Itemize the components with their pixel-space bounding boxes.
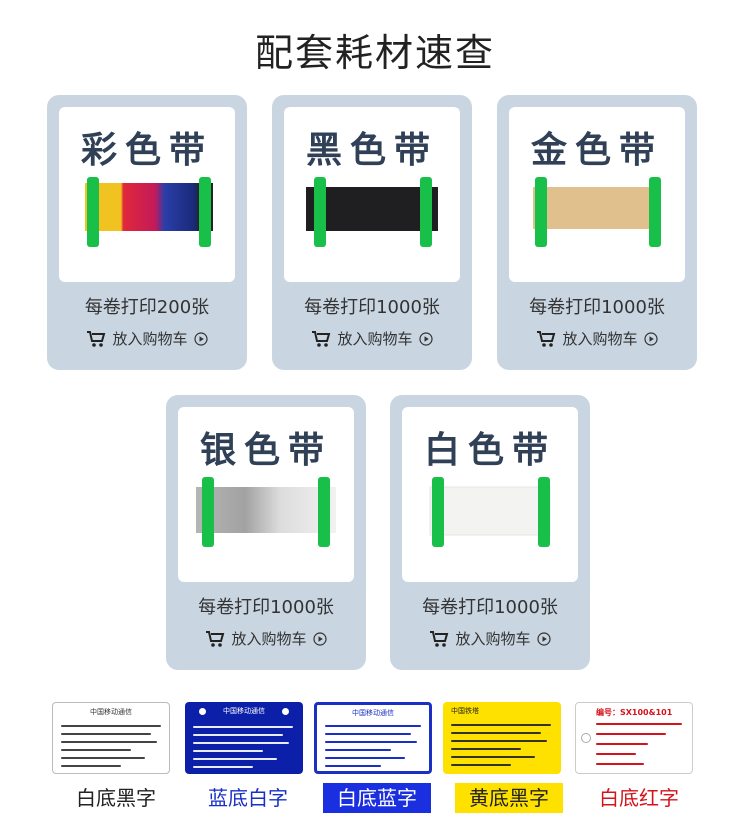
tag-caption: 白底黑字	[76, 786, 156, 810]
play-circle-icon	[193, 331, 208, 346]
ribbon-gold-image	[533, 177, 661, 247]
ribbon-color-image	[85, 177, 213, 247]
tag-sample-white-red: 编号：SX100&101	[575, 702, 693, 774]
play-circle-icon	[418, 331, 433, 346]
tag-caption: 黄底黑字	[455, 783, 563, 813]
add-to-cart-label: 放入购物车	[562, 330, 638, 348]
tag-header-text: 中国移动通信	[352, 709, 394, 717]
product-name: 黑色带	[305, 130, 438, 171]
tag-sample-blue-white: 中国移动通信	[185, 702, 303, 774]
print-count: 每卷打印200张	[84, 297, 210, 318]
tag-sample-yellow-black: 中国铁塔	[443, 702, 561, 774]
add-to-cart-label: 放入购物车	[112, 330, 188, 348]
tag-header-text: 中国移动通信	[223, 707, 265, 715]
tag-header-text: 编号：SX100&101	[596, 708, 673, 717]
product-card-color: 彩色带 每卷打印200张 放入购物车	[47, 95, 247, 370]
print-count: 每卷打印1000张	[198, 597, 334, 618]
add-to-cart-label: 放入购物车	[455, 630, 531, 648]
product-image-area: 白色带	[402, 407, 578, 582]
ribbon-silver-image	[196, 477, 336, 547]
product-image-area: 黑色带	[284, 107, 460, 282]
print-count: 每卷打印1000张	[304, 297, 440, 318]
product-name: 彩色带	[80, 130, 213, 171]
cart-icon	[537, 330, 556, 347]
hole-icon	[581, 733, 591, 743]
tag-caption: 白底红字	[599, 786, 679, 810]
product-name: 金色带	[530, 130, 663, 171]
add-to-cart-label: 放入购物车	[337, 330, 413, 348]
product-image-area: 彩色带	[59, 107, 235, 282]
product-card-black: 黑色带 每卷打印1000张 放入购物车	[272, 95, 472, 370]
ribbon-black-image	[306, 177, 438, 247]
cart-icon	[430, 630, 449, 647]
cart-icon	[206, 630, 225, 647]
cart-icon	[87, 330, 106, 347]
add-to-cart-button[interactable]: 放入购物车	[497, 328, 697, 349]
play-circle-icon	[536, 631, 551, 646]
hole-icon	[282, 708, 289, 715]
ribbon-white-image	[429, 477, 551, 547]
play-circle-icon	[643, 331, 658, 346]
print-count: 每卷打印1000张	[422, 597, 558, 618]
product-image-area: 银色带	[178, 407, 354, 582]
product-card-silver: 银色带 每卷打印1000张 放入购物车	[166, 395, 366, 670]
cart-icon	[312, 330, 331, 347]
tag-sample-white-blue: 中国移动通信	[314, 702, 432, 774]
tag-caption: 白底蓝字	[323, 783, 431, 813]
add-to-cart-button[interactable]: 放入购物车	[390, 628, 590, 649]
add-to-cart-button[interactable]: 放入购物车	[166, 628, 366, 649]
play-circle-icon	[312, 631, 327, 646]
add-to-cart-button[interactable]: 放入购物车	[47, 328, 247, 349]
hole-icon	[199, 708, 206, 715]
tag-caption: 蓝底白字	[208, 786, 288, 810]
page-title: 配套耗材速查	[254, 31, 495, 75]
product-card-gold: 金色带 每卷打印1000张 放入购物车	[497, 95, 697, 370]
add-to-cart-label: 放入购物车	[231, 630, 307, 648]
product-image-area: 金色带	[509, 107, 685, 282]
add-to-cart-button[interactable]: 放入购物车	[272, 328, 472, 349]
product-name: 银色带	[199, 430, 332, 471]
product-card-white: 白色带 每卷打印1000张 放入购物车	[390, 395, 590, 670]
print-count: 每卷打印1000张	[529, 297, 665, 318]
product-name: 白色带	[423, 430, 556, 471]
tag-header-text: 中国铁塔	[451, 707, 479, 715]
tag-header-text: 中国移动通信	[90, 708, 132, 716]
tag-sample-white-black: 中国移动通信	[52, 702, 170, 774]
